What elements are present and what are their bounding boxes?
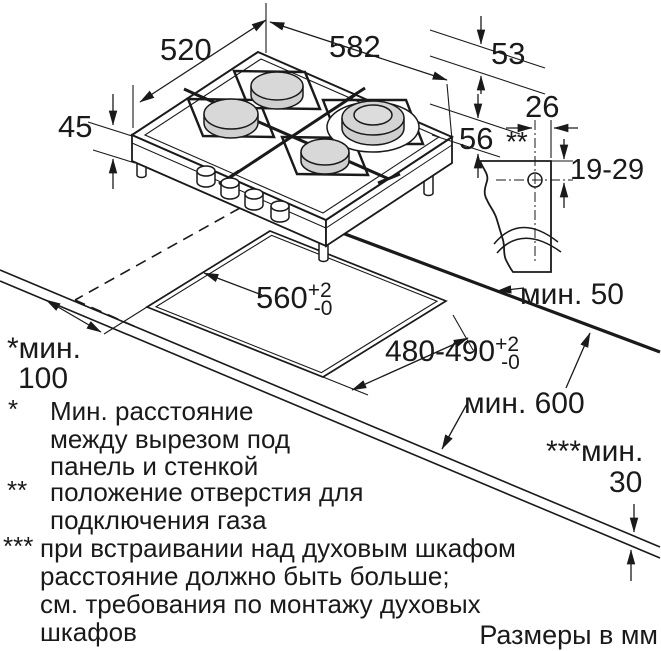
extension-lines	[87, 3, 546, 164]
footnote-gas-hole: ** положение отверстия для подключения г…	[7, 475, 364, 535]
footnote-line: шкафов	[40, 617, 137, 647]
dim-min-side-value: 100	[18, 362, 69, 395]
footnote-line: между вырезом под	[50, 423, 291, 454]
footnote-line: см. требования по монтажу духовых	[40, 589, 481, 619]
footnote-side-wall: * Мин. расстояние между вырезом под пане…	[8, 394, 291, 481]
dim-582: 582	[329, 29, 381, 64]
dim-min-side-label: *мин.	[7, 332, 81, 365]
dim-19-29: 19-29	[570, 154, 645, 186]
dim-min-front-value: 30	[609, 466, 643, 499]
dim-56: 56	[459, 121, 494, 156]
break-line	[496, 237, 562, 254]
worktop-cutout	[103, 230, 474, 396]
side-wall-line-inner	[0, 280, 661, 559]
cutout-width-value: 560	[256, 280, 308, 315]
footnote-line: расстояние должно быть больше;	[40, 561, 450, 591]
dim-min-worktop: мин. 600	[464, 387, 585, 420]
units-note: Размеры в мм	[479, 620, 658, 650]
break-line	[493, 226, 559, 245]
hob-drawing	[129, 50, 455, 263]
dim-min-rear: мин. 50	[520, 278, 624, 311]
footnote-line: панель и стенкой	[50, 451, 259, 481]
footnote-line: положение отверстия для	[50, 477, 364, 507]
footnote-marker: **	[7, 475, 28, 505]
dim-cutout-depth: 480-490 +2 -0	[385, 333, 520, 374]
dimension-lines	[45, 16, 639, 581]
projection-lines	[74, 207, 241, 329]
footnote-line: при встраивании над духовым шкафом	[40, 533, 516, 563]
gas-connection-detail	[478, 120, 573, 273]
cutout-depth-value: 480-490	[385, 335, 496, 368]
dim-45: 45	[58, 109, 93, 144]
cutout-width-tolerance: +2 -0	[307, 279, 333, 320]
dim-520: 520	[160, 32, 212, 67]
gas-position-marker: **	[506, 126, 528, 157]
control-knobs	[196, 165, 290, 223]
dim-min-front-label: ***мин.	[546, 435, 644, 468]
footnote-marker: ***	[3, 531, 34, 561]
footnote-line: Мин. расстояние	[50, 396, 254, 426]
footnote-oven: *** при встраивании над духовым шкафом р…	[3, 531, 516, 647]
dim-26: 26	[525, 89, 560, 124]
dim-53: 53	[491, 36, 526, 71]
footnote-line: подключения газа	[50, 504, 267, 535]
dim-cutout-width: 560 +2 -0	[256, 279, 333, 320]
cutout-depth-tolerance: +2 -0	[495, 333, 520, 374]
footnote-marker: *	[8, 394, 19, 424]
